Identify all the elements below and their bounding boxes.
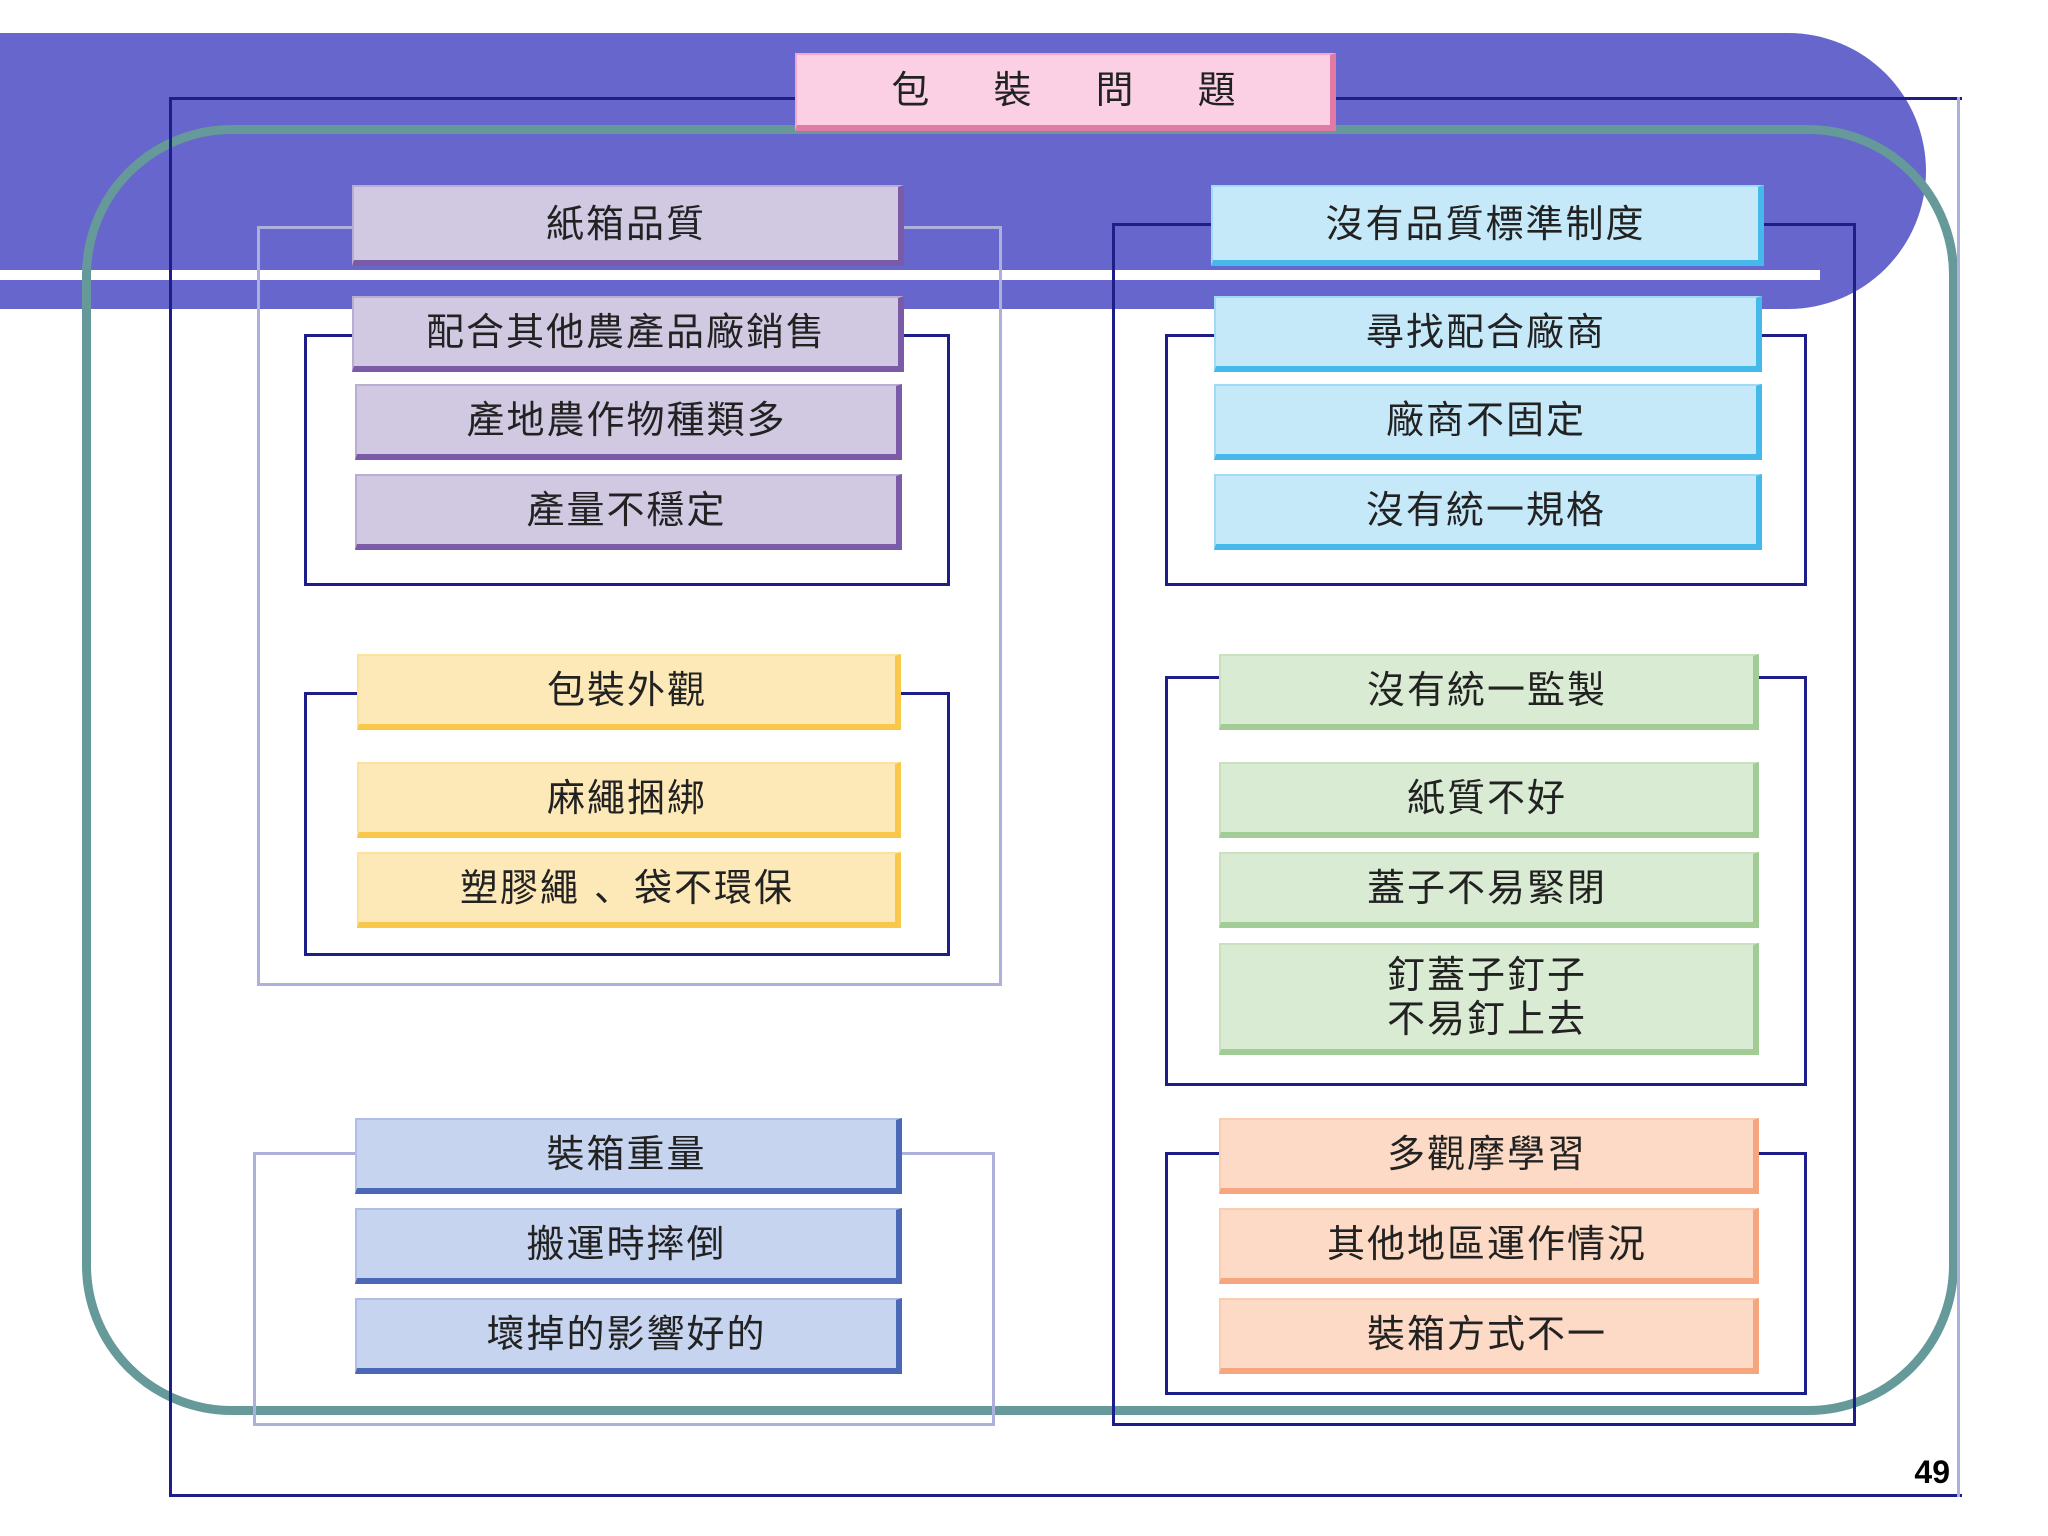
standard-item: 沒有統一規格 xyxy=(1214,474,1762,550)
carton-quality-item: 配合其他農產品廠銷售 xyxy=(352,296,904,372)
standard-item: 廠商不固定 xyxy=(1214,384,1762,460)
weight-item: 搬運時摔倒 xyxy=(355,1208,902,1284)
weight-heading: 裝箱重量 xyxy=(355,1118,902,1194)
appearance-item: 塑膠繩 、袋不環保 xyxy=(357,852,901,928)
supervision-item: 釘蓋子釘子 不易釘上去 xyxy=(1219,943,1759,1055)
supervision-item: 紙質不好 xyxy=(1219,762,1759,838)
standard-heading: 沒有品質標準制度 xyxy=(1211,185,1764,266)
supervision-item: 蓋子不易緊閉 xyxy=(1219,852,1759,928)
outer-frame-right-edge xyxy=(1957,97,1960,1497)
appearance-heading: 包裝外觀 xyxy=(357,654,901,730)
standard-item: 尋找配合廠商 xyxy=(1214,296,1762,372)
learning-item: 其他地區運作情況 xyxy=(1219,1208,1759,1284)
appearance-item: 麻繩捆綁 xyxy=(357,762,901,838)
learning-heading: 多觀摩學習 xyxy=(1219,1118,1759,1194)
header-band-divider xyxy=(0,270,1820,280)
supervision-heading: 沒有統一監製 xyxy=(1219,654,1759,730)
carton-quality-item: 產地農作物種類多 xyxy=(355,384,902,460)
learning-item: 裝箱方式不一 xyxy=(1219,1298,1759,1374)
page-title: 包 裝 問 題 xyxy=(795,53,1336,131)
carton-quality-heading: 紙箱品質 xyxy=(352,185,904,266)
weight-item: 壞掉的影響好的 xyxy=(355,1298,902,1374)
carton-quality-item: 產量不穩定 xyxy=(355,474,902,550)
page-number: 49 xyxy=(1914,1454,1950,1490)
